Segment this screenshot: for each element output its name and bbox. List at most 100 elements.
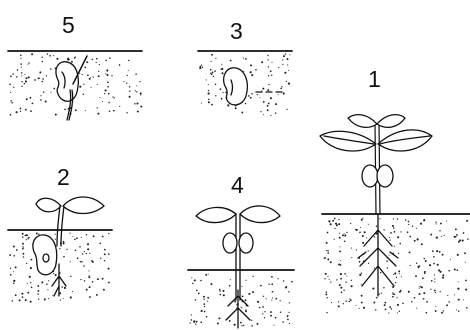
soil-dot [67,58,69,60]
soil-dot [272,291,274,293]
soil-dot [458,310,459,311]
soil-dot [363,307,365,309]
soil-dot [454,268,456,270]
soil-dot [63,241,65,243]
soil-dot [275,317,277,319]
soil-dot [394,294,396,296]
soil-dot [215,84,217,86]
soil-dot [104,253,106,255]
soil-dot [263,296,264,297]
soil-dot [463,300,464,301]
soil-dot [196,290,198,292]
soil-dot [104,93,105,94]
soil-dot [128,70,129,71]
soil-dot [84,67,86,69]
soil-dot [47,53,49,55]
cotyledon-right-4 [239,233,253,253]
soil-dot [271,62,272,63]
soil-dot [362,242,364,244]
soil-dot [274,325,275,326]
soil-dot [22,243,24,245]
soil-dot [271,300,272,301]
soil-dot [79,73,80,74]
soil-dot [31,259,33,261]
soil-dot [397,297,398,298]
soil-dot [251,93,253,95]
soil-dot [126,83,127,84]
soil-dot [384,304,386,306]
soil-dot [88,276,90,278]
soil-dot [55,114,57,116]
soil-dot [324,278,325,279]
soil-dot [434,274,435,275]
soil-dot [86,253,87,254]
soil-dot [350,223,351,224]
soil-dot [392,292,393,293]
soil-dot [394,272,396,274]
soil-dot [386,260,387,261]
soil-dot [251,72,252,73]
soil-dot [286,109,287,110]
soil-dot [210,69,212,71]
soil-dot [429,264,431,266]
soil-dot [82,74,83,75]
soil-dot [36,233,38,235]
soil-dot [37,293,39,295]
soil-dot [135,90,136,91]
soil-dot [191,319,193,321]
soil-dot [359,274,361,276]
soil-dot [392,225,394,227]
soil-dot [208,92,210,94]
soil-dot [201,310,203,312]
soil-dot [374,267,375,268]
soil-dot [399,243,401,245]
soil-dot [229,320,231,322]
soil-dot [327,276,328,277]
soil-dot [419,288,420,289]
soil-dot [346,275,347,276]
soil-dot [399,273,400,274]
soil-dot [339,246,340,247]
soil-dot [424,272,426,274]
soil-dot [39,78,40,79]
soil-dot [332,220,334,222]
soil-dot [59,248,60,249]
soil-dot [87,75,89,77]
soil-dot [336,279,337,280]
soil-dot [89,275,90,276]
soil-dot [72,236,73,237]
soil-dot [446,220,447,221]
soil-dot [435,306,436,307]
soil-dot [28,64,29,65]
soil-dot [199,67,201,69]
soil-dot [397,304,399,306]
soil-dot [89,253,90,254]
soil-dot [106,69,108,71]
soil-dot [245,299,247,301]
soil-dot [47,289,48,290]
soil-dot [425,260,427,262]
soil-dot [211,283,213,285]
soil-dot [243,58,244,59]
soil-dot [207,301,208,302]
top-leaf-right-1 [377,115,405,128]
soil-dot [289,323,290,324]
soil-dot [79,246,81,248]
soil-dot [398,270,400,272]
soil-dot [271,283,273,285]
soil-dot [262,88,264,90]
soil-dot [92,262,93,263]
soil-dot [289,54,290,55]
soil-dot [326,291,328,293]
soil-dot [30,301,32,303]
stage-label-1: 1 [368,68,381,91]
soil-dot [29,276,31,278]
leaf-right-4 [240,206,280,223]
soil-dot [437,264,439,266]
soil-dot [411,301,413,303]
soil-dot [433,263,435,265]
soil-dot [103,289,105,291]
soil-dot [432,250,434,252]
soil-dot [419,293,421,295]
soil-dot [42,78,44,80]
